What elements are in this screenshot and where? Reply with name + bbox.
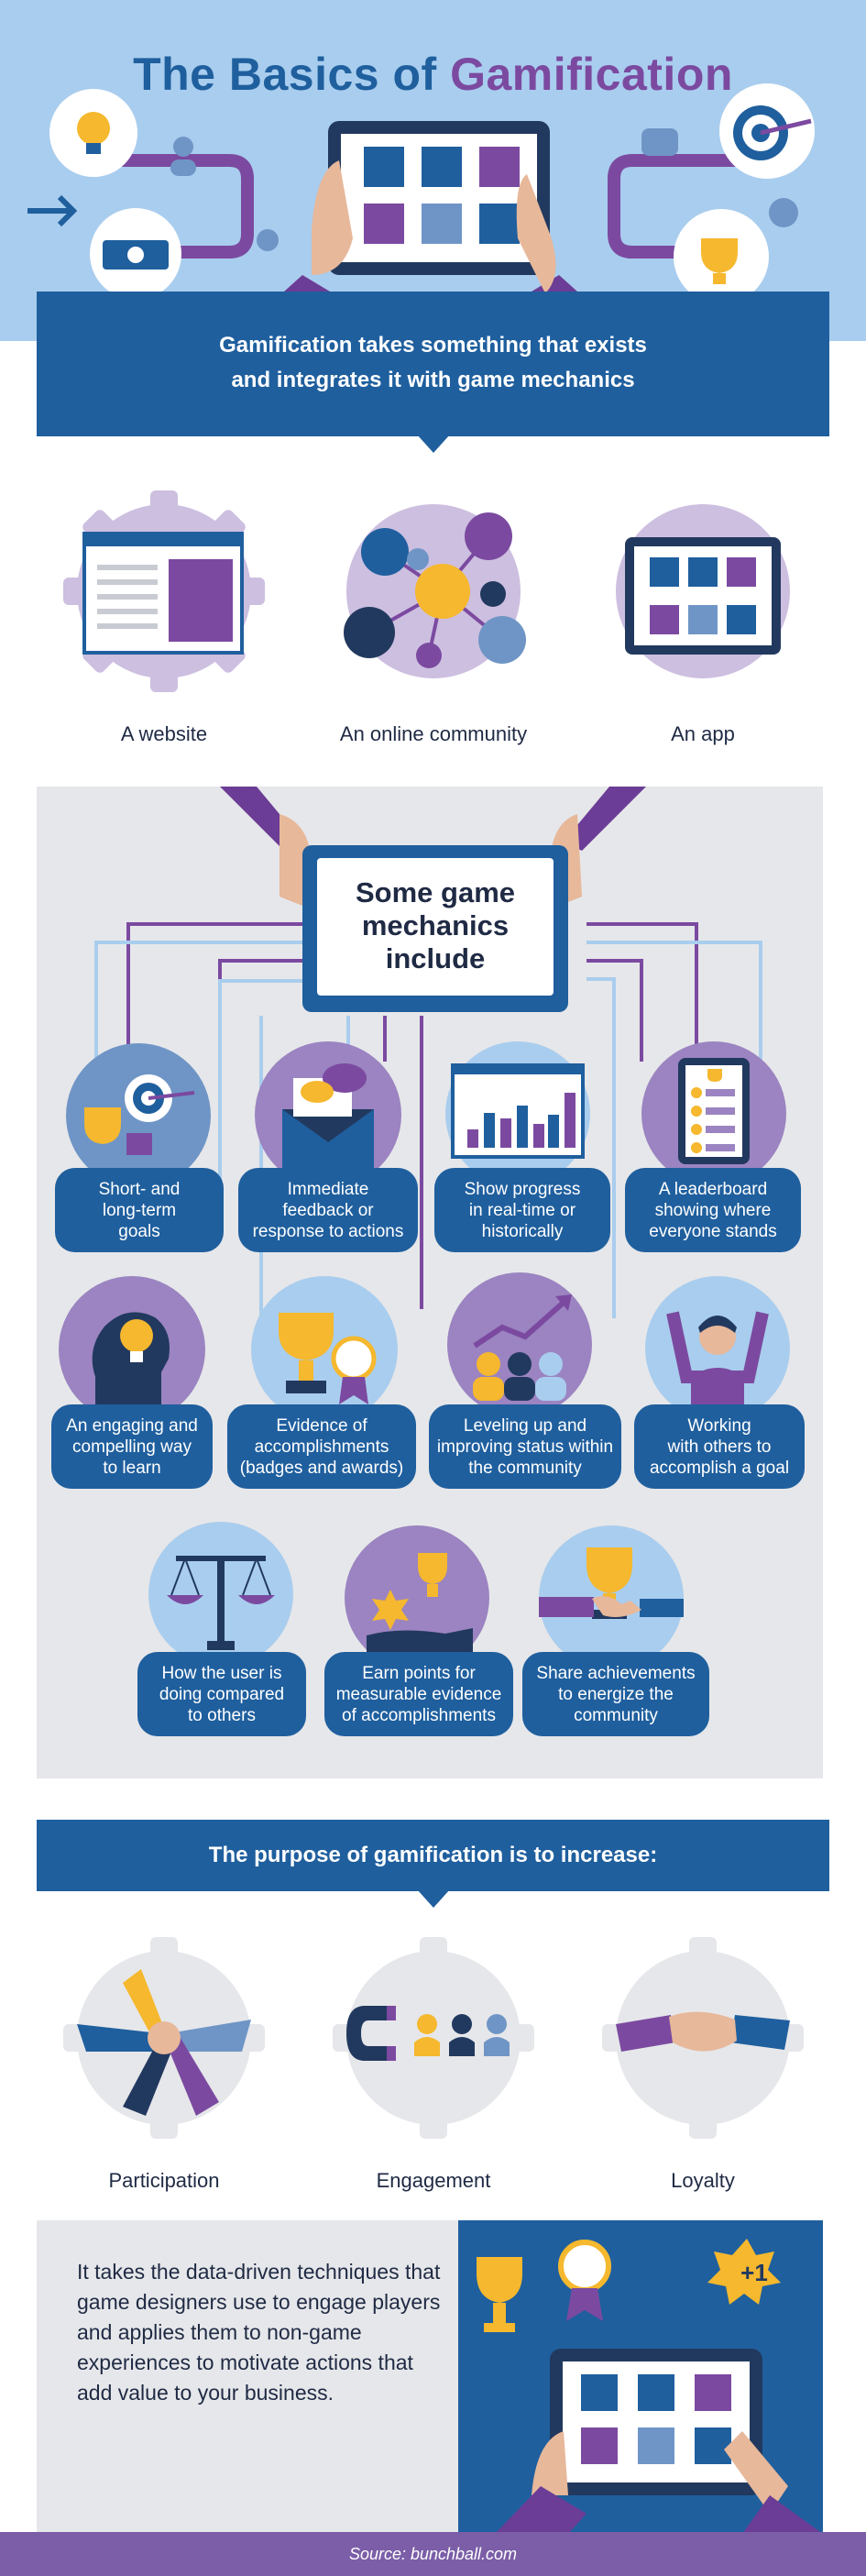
trophy-icon — [477, 2257, 522, 2303]
leaderboard-icon — [641, 1041, 786, 1186]
magnet-people-icon — [333, 1937, 534, 2139]
hero-illustration — [27, 83, 815, 341]
purpose-banner: The purpose of gamification is to increa… — [37, 1820, 829, 1891]
purpose-caption-participation: Participation — [108, 2169, 220, 2192]
medal-icon — [558, 2240, 611, 2293]
example-caption-community: An online community — [339, 722, 528, 745]
purpose-caption-engagement: Engagement — [376, 2169, 491, 2192]
intro-line-2: and integrates it with game mechanics — [231, 368, 635, 392]
plus-one-text: +1 — [740, 2259, 768, 2286]
website-icon — [63, 490, 265, 692]
mechanics-title: Some game mechanics include — [317, 858, 554, 996]
leveling-up-icon — [447, 1272, 592, 1417]
trophy-badge-icon — [251, 1276, 398, 1423]
teamwork-icon — [645, 1276, 790, 1421]
handshake-icon — [602, 1937, 804, 2139]
envelope-feedback-icon — [255, 1041, 401, 1188]
page-title: The Basics of Gamification — [133, 49, 733, 100]
source-footer: Source: bunchball.com — [0, 2532, 866, 2576]
mechanics-connector-lines — [94, 787, 762, 1337]
lightbulb-head-icon — [59, 1276, 205, 1423]
closing-illustration: +1 — [458, 2220, 823, 2534]
intro-banner: Gamification takes something that exists… — [37, 292, 829, 436]
purpose-banner-arrow — [417, 1889, 450, 1908]
closing-text: It takes the data-driven techniques that… — [77, 2260, 441, 2405]
scales-icon — [148, 1522, 293, 1667]
intro-line-1: Gamification takes something that exists — [219, 333, 647, 358]
intro-banner-arrow — [417, 435, 450, 453]
share-trophy-icon — [539, 1525, 684, 1670]
hero-section: The Basics of Gamification — [0, 0, 866, 341]
hands-together-icon — [63, 1937, 265, 2139]
plus-one-badge — [707, 2239, 781, 2305]
points-icon — [345, 1525, 489, 1670]
bar-chart-icon — [445, 1041, 590, 1186]
community-network-icon — [344, 504, 526, 678]
target-goal-icon — [66, 1043, 211, 1188]
app-tablet-icon — [616, 504, 790, 678]
purpose-caption-loyalty: Loyalty — [671, 2169, 735, 2192]
example-caption-website: A website — [120, 722, 208, 745]
example-caption-app: An app — [671, 722, 735, 745]
